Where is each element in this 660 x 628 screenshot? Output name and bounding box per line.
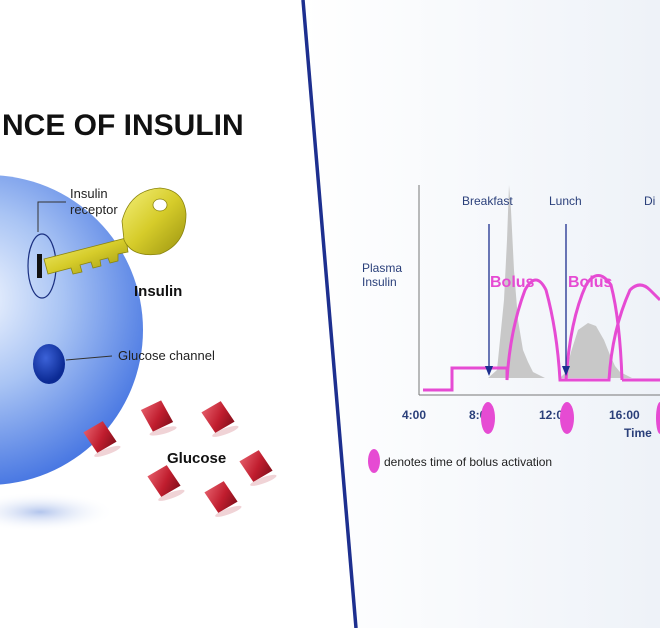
y-axis-label-line1: Plasma	[362, 261, 402, 275]
cell-sphere	[0, 175, 143, 485]
glucose-molecule-icon	[204, 481, 242, 517]
glucose-molecule-icon	[147, 465, 185, 501]
bolus-curve-2	[564, 274, 624, 381]
channel-leader-line	[65, 355, 113, 361]
meal-label-dinner: Di	[644, 194, 655, 208]
y-axis-label-line2: Insulin	[362, 275, 397, 289]
x-axis-label: Time	[624, 426, 652, 440]
legend-text: denotes time of bolus activation	[384, 455, 552, 469]
glucose-molecule-icon	[83, 421, 121, 457]
left-panel: NCE OF INSULIN Insulin receptor Insulin …	[0, 109, 277, 532]
glucose-molecule-icon	[201, 401, 239, 437]
glucose-molecule-icon	[140, 400, 177, 436]
bolus-marker	[481, 402, 495, 434]
bolus-marker	[560, 402, 574, 434]
glucose-label: Glucose	[167, 450, 226, 467]
receptor-label-line1: Insulin	[70, 186, 108, 201]
panel-divider	[301, 0, 358, 628]
insulin-label: Insulin	[134, 283, 182, 300]
insulin-key-icon	[43, 187, 187, 275]
bolus-label-2: Bolus	[568, 274, 613, 291]
glucose-molecules	[83, 400, 277, 517]
insulin-chart: Breakfast Lunch Di Plasma Insulin Bolus …	[362, 185, 660, 473]
meal-label-breakfast: Breakfast	[462, 194, 513, 208]
glucose-molecule-icon	[239, 450, 277, 486]
meal-label-lunch: Lunch	[549, 194, 582, 208]
right-panel-background	[303, 0, 660, 628]
x-tick-label: 16:00	[609, 408, 640, 422]
bolus-curve	[423, 278, 660, 392]
receptor-label-line2: receptor	[70, 202, 118, 217]
legend-marker	[368, 449, 380, 473]
cell-shadow	[0, 492, 115, 532]
glucose-channel-icon	[33, 344, 65, 384]
insulin-area	[488, 185, 632, 378]
glucose-channel-label: Glucose channel	[118, 348, 215, 363]
meal-arrow-lunch	[562, 224, 570, 376]
bolus-label-1: Bolus	[490, 274, 535, 291]
insulin-receptor-slot	[37, 254, 42, 278]
receptor-leader-line	[37, 201, 66, 232]
main-title: NCE OF INSULIN	[2, 109, 244, 142]
x-tick-label: 4:00	[402, 408, 426, 422]
meal-arrow-breakfast	[485, 224, 493, 376]
bolus-marker	[656, 402, 660, 434]
